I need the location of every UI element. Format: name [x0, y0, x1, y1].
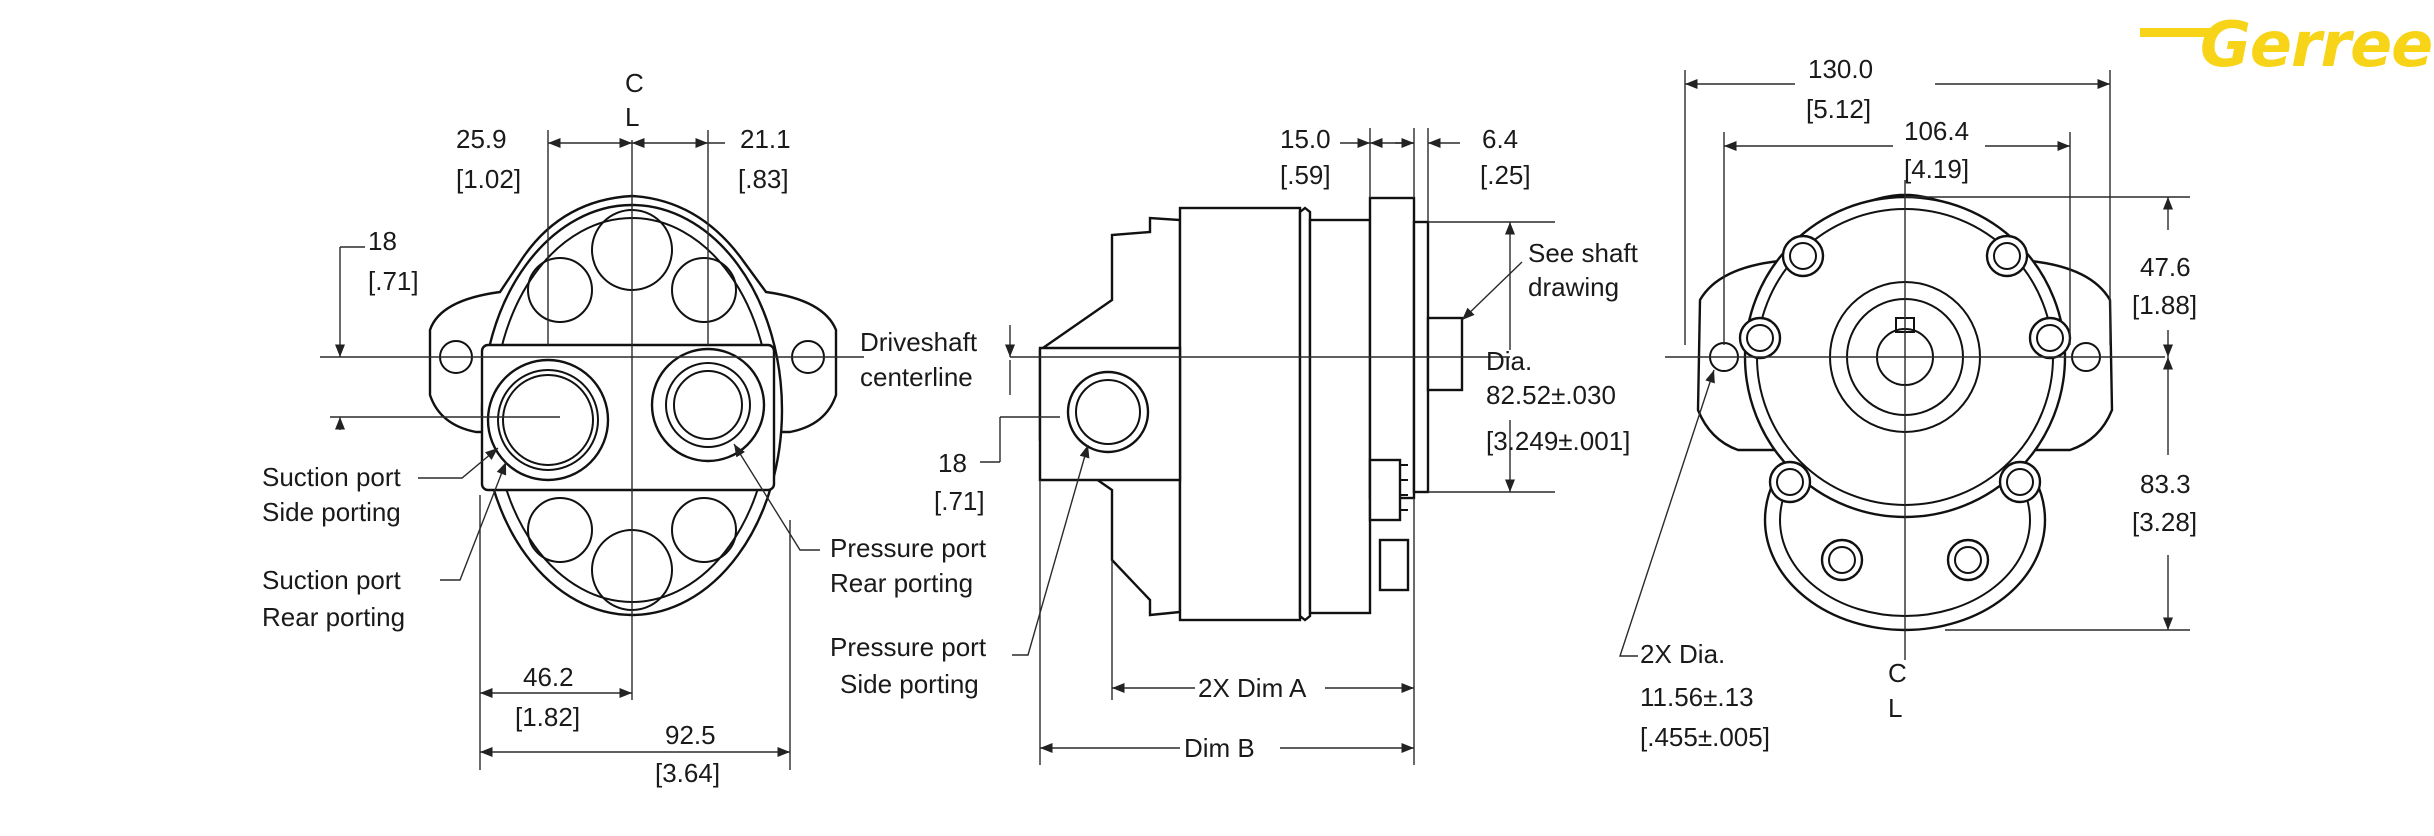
- dim-6-4-in: [.25]: [1480, 160, 1531, 190]
- side-mount-flange: [1368, 196, 1416, 500]
- pressure-rear-2: Rear porting: [830, 568, 973, 598]
- rear-cl-l: L: [1888, 693, 1902, 723]
- suction-port: [486, 358, 610, 482]
- pressure-rear-1: Pressure port: [830, 533, 987, 563]
- dim-106-4-in: [4.19]: [1904, 154, 1969, 184]
- rear-view: 130.0 [5.12] 106.4 [4.19] 47.6 [1.88] 83…: [1619, 54, 2197, 752]
- front-cl-c: C: [625, 68, 644, 98]
- dim-130-in: [5.12]: [1806, 94, 1871, 124]
- pressure-side-1: Pressure port: [830, 632, 987, 662]
- dim-18-front: 18: [368, 226, 397, 256]
- dim-18-front-in: [.71]: [368, 266, 419, 296]
- brand-logo-text: Gerreen: [2200, 8, 2434, 81]
- rear-bolts: [1738, 234, 2072, 582]
- dim-92-5: 92.5: [665, 720, 716, 750]
- dim-83-3: 83.3: [2140, 469, 2191, 499]
- front-cl-l: L: [625, 102, 639, 132]
- dim-21-1-in: [.83]: [738, 164, 789, 194]
- side-pressure-port: [1066, 370, 1150, 454]
- side-gear-housing: [1178, 206, 1302, 622]
- suction-side-1: Suction port: [262, 462, 402, 492]
- see-shaft-1: See shaft: [1528, 238, 1639, 268]
- brand-logo: Gerreen: [2140, 8, 2434, 81]
- pilot-dia-3: [3.249±.001]: [1486, 426, 1630, 456]
- dim-130: 130.0: [1808, 54, 1873, 84]
- pilot-dia-2: 82.52±.030: [1486, 380, 1616, 410]
- front-view: C L 25.9 [1.02] 21.1 [.83] 18 [.71] Suct…: [262, 68, 987, 788]
- hole-dia-1: 2X Dia.: [1640, 639, 1725, 669]
- dim-15-0-in: [.59]: [1280, 160, 1331, 190]
- side-shaft: [1426, 316, 1464, 392]
- driveshaft-1: Driveshaft: [860, 327, 978, 357]
- dim-15-0: 15.0: [1280, 124, 1331, 154]
- dim-47-6: 47.6: [2140, 252, 2191, 282]
- see-shaft-2: drawing: [1528, 272, 1619, 302]
- pilot-dia-1: Dia.: [1486, 346, 1532, 376]
- rear-cl-c: C: [1888, 658, 1907, 688]
- suction-rear-2: Rear porting: [262, 602, 405, 632]
- hole-dia-2: 11.56±.13: [1640, 682, 1754, 712]
- dim-46-2-in: [1.82]: [515, 702, 580, 732]
- dim-6-4: 6.4: [1482, 124, 1518, 154]
- driveshaft-2: centerline: [860, 362, 973, 392]
- dim-106-4: 106.4: [1904, 116, 1969, 146]
- dim-b: Dim B: [1184, 733, 1255, 763]
- dim-21-1: 21.1: [740, 124, 791, 154]
- pressure-port: [650, 347, 766, 463]
- dim-18-side-in: [.71]: [934, 486, 985, 516]
- dim-47-6-in: [1.88]: [2132, 290, 2197, 320]
- hole-dia-3: [.455±.005]: [1640, 722, 1770, 752]
- pressure-side-2: Side porting: [840, 669, 979, 699]
- dim-25-9-in: [1.02]: [456, 164, 521, 194]
- dim-46-2: 46.2: [523, 662, 574, 692]
- dim-83-3-in: [3.28]: [2132, 507, 2197, 537]
- suction-rear-1: Suction port: [262, 565, 402, 595]
- side-rear-body: [1308, 218, 1372, 615]
- suction-side-2: Side porting: [262, 497, 401, 527]
- dim-a: 2X Dim A: [1198, 673, 1307, 703]
- dim-25-9: 25.9: [456, 124, 507, 154]
- dim-92-5-in: [3.64]: [655, 758, 720, 788]
- dim-18-side: 18: [938, 448, 967, 478]
- side-view: Driveshaft centerline 18 [.71] Pressure …: [830, 124, 1639, 765]
